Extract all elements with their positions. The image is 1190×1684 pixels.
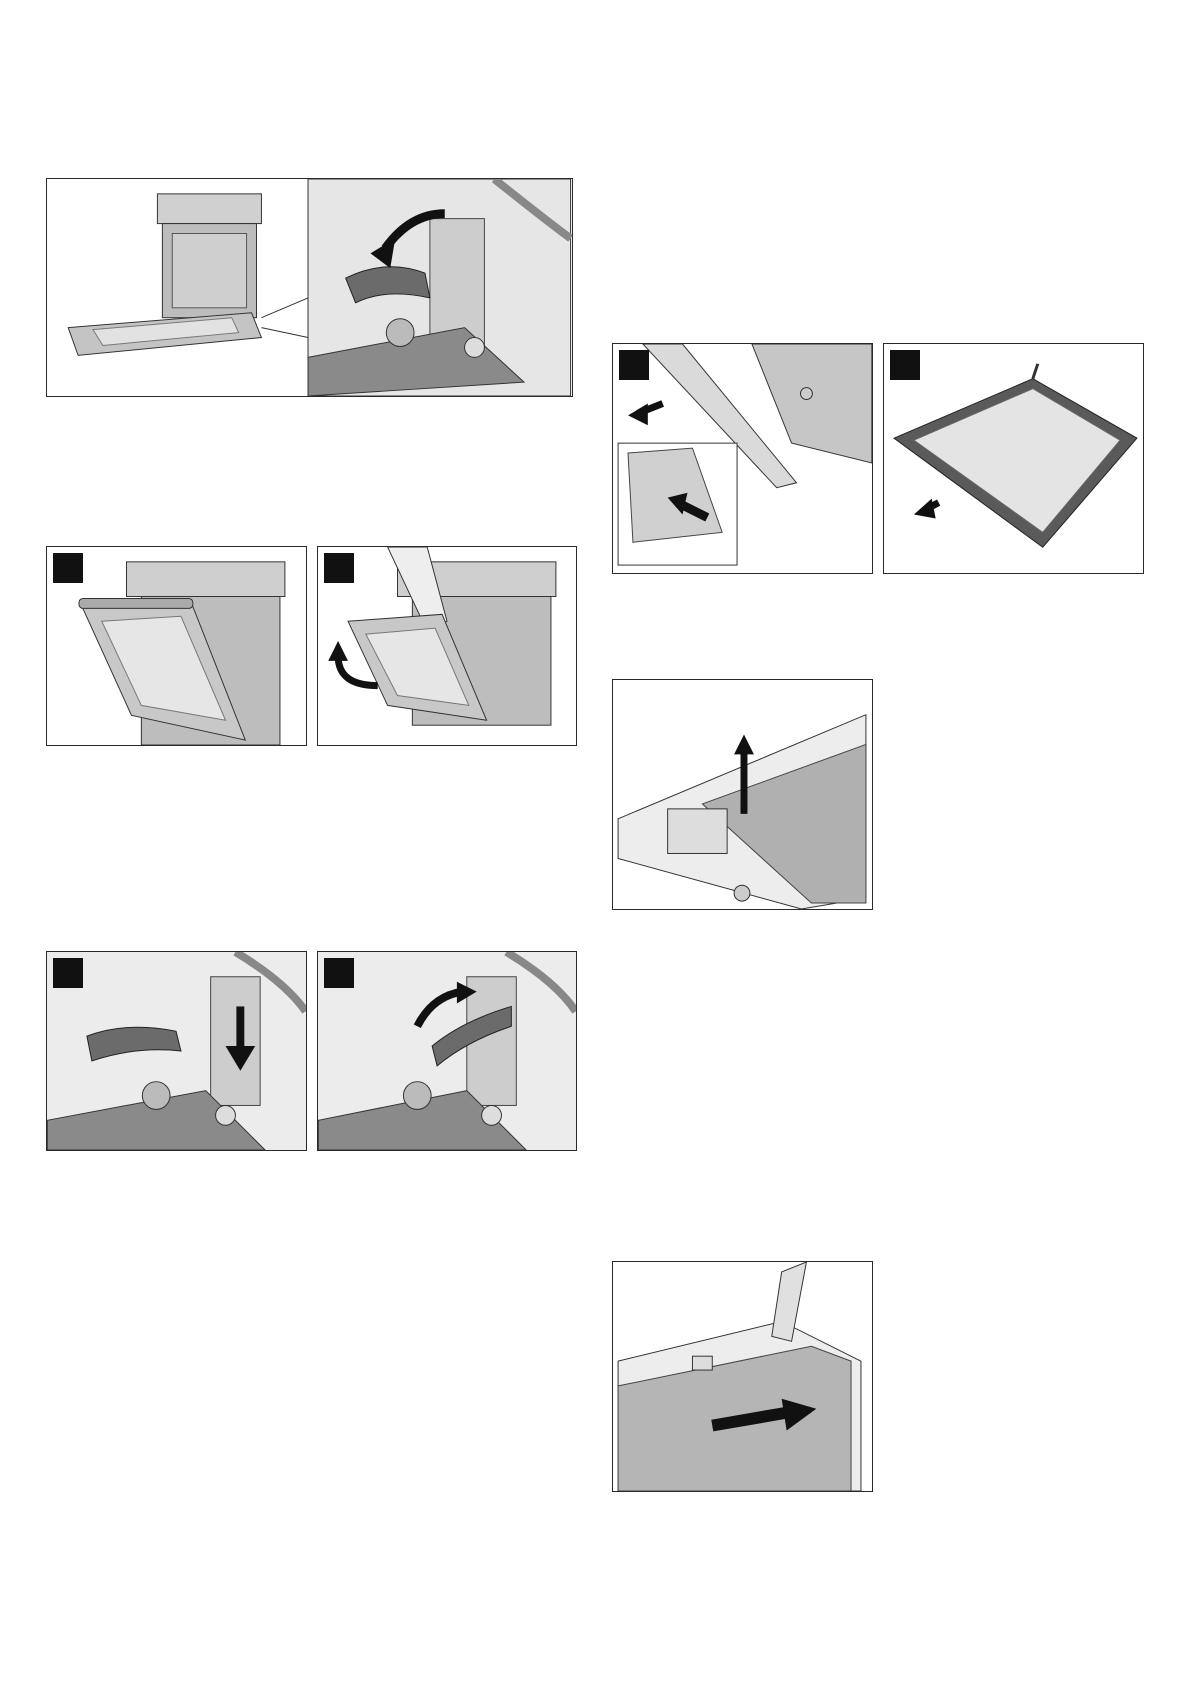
- step-badge: [619, 350, 649, 380]
- step-badge: [324, 553, 354, 583]
- hinge-close-illustration: [318, 952, 576, 1150]
- door-cover-removal-illustration: [613, 344, 872, 573]
- figure-door-cover-step1: [612, 343, 873, 574]
- door-remove-illustration: [318, 547, 576, 745]
- figure-glass-pane-step2: [883, 343, 1144, 574]
- figure-glass-pane-insert: [612, 1261, 873, 1492]
- glass-pane-removal-illustration: [884, 344, 1143, 573]
- figure-hinge-close-step2: [317, 951, 577, 1151]
- hinge-lock-illustration: [47, 952, 306, 1150]
- oven-open-door-illustration: [47, 179, 572, 396]
- step-badge: [324, 958, 354, 988]
- figure-door-remove-step2: [317, 546, 577, 746]
- glass-clip-lift-illustration: [613, 680, 872, 909]
- step-badge: [53, 553, 83, 583]
- step-badge: [53, 958, 83, 988]
- glass-pane-insert-illustration: [613, 1262, 872, 1491]
- figure-hinge-lock-step1: [46, 951, 307, 1151]
- door-tilt-illustration: [47, 547, 306, 745]
- figure-glass-clip-lift: [612, 679, 873, 910]
- figure-door-tilt-step1: [46, 546, 307, 746]
- step-badge: [890, 350, 920, 380]
- figure-door-hinge-overview: [46, 178, 573, 397]
